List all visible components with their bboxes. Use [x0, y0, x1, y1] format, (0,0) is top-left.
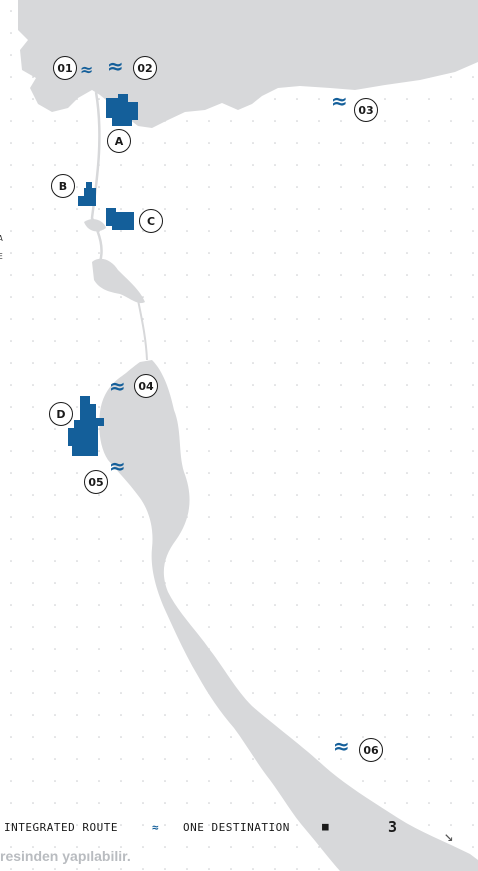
facility-label-b[interactable]: B	[51, 174, 75, 198]
route-wave-icon: ≈	[80, 60, 94, 79]
arrow-down-right-icon[interactable]: ↘	[444, 826, 455, 845]
edge-letter: A	[0, 234, 3, 243]
facility-b-shape	[78, 182, 96, 206]
footer-bar: INTEGRATED ROUTE ≈ ONE DESTINATION ■ 3 ↘	[0, 818, 478, 845]
route-marker-05[interactable]: 05	[84, 470, 108, 494]
square-icon: ■	[322, 820, 330, 833]
facility-label-c[interactable]: C	[139, 209, 163, 233]
route-wave-icon: ≈	[333, 734, 350, 758]
route-marker-03[interactable]: 03	[354, 98, 378, 122]
southern-landmass	[99, 360, 478, 871]
one-destination-text: ONE DESTINATION	[183, 821, 290, 834]
integrated-route-text: INTEGRATED ROUTE	[4, 821, 118, 834]
edge-letter: E	[0, 252, 3, 261]
facility-a-shape	[106, 94, 138, 126]
strait-channel	[90, 91, 103, 263]
island-marmara	[92, 258, 145, 304]
facility-label-a[interactable]: A	[107, 129, 131, 153]
route-wave-icon: ≈	[152, 821, 160, 834]
facility-label-d[interactable]: D	[49, 402, 73, 426]
route-wave-icon: ≈	[107, 54, 124, 78]
strait-channel-south	[137, 299, 148, 361]
facility-c-shape	[106, 208, 134, 230]
route-wave-icon: ≈	[109, 454, 126, 478]
northern-landmass	[18, 0, 478, 128]
bottom-note: resinden yapılabilir.	[0, 848, 131, 864]
route-marker-06[interactable]: 06	[359, 738, 383, 762]
facility-d-shape	[68, 396, 104, 456]
route-wave-icon: ≈	[109, 374, 126, 398]
route-marker-01[interactable]: 01	[53, 56, 77, 80]
route-marker-04[interactable]: 04	[134, 374, 158, 398]
island-small-1	[84, 219, 106, 232]
route-marker-02[interactable]: 02	[133, 56, 157, 80]
page-number: 3	[388, 818, 398, 836]
route-wave-icon: ≈	[331, 89, 348, 113]
